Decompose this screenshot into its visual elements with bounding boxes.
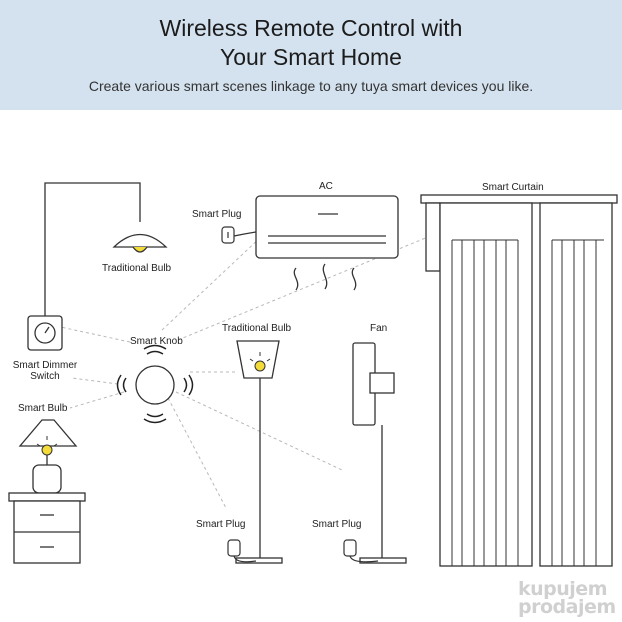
ac-smart-plug (221, 226, 257, 244)
watermark-line-2: prodajem (518, 596, 616, 618)
traditional-bulb-ceiling-label: Traditional Bulb (102, 263, 172, 274)
smart-knob-device (135, 365, 175, 405)
header-banner: Wireless Remote Control with Your Smart … (0, 0, 622, 110)
smart-plug-lamp-label: Smart Plug (196, 519, 246, 530)
ac-unit (255, 195, 399, 259)
smart-curtain-label: Smart Curtain (482, 182, 544, 193)
curtain-folds (451, 239, 604, 566)
smart-dimmer-label: Smart Dimmer Switch (4, 360, 86, 382)
floor-lamp (235, 340, 283, 564)
ceiling-bulb (44, 182, 168, 318)
fan-label: Fan (370, 323, 388, 334)
title-line-1: Wireless Remote Control with (159, 15, 463, 41)
smart-plug-ac-label: Smart Plug (192, 209, 242, 220)
smart-knob-label: Smart Knob (130, 336, 183, 347)
smart-bulb-label: Smart Bulb (18, 403, 68, 414)
smart-dimmer-switch (27, 315, 63, 351)
watermark-line-1: kupujem (518, 578, 608, 600)
page-title: Wireless Remote Control with Your Smart … (0, 14, 622, 72)
nightstand-lamp (18, 419, 78, 494)
lamp-smart-plug (227, 539, 257, 563)
knob-signal-arcs (116, 344, 194, 424)
page-subtitle: Create various smart scenes linkage to a… (88, 78, 534, 94)
smart-curtain (420, 194, 618, 567)
standing-fan (352, 342, 407, 564)
ac-label: AC (319, 181, 333, 192)
ac-airflow (293, 263, 357, 291)
smart-dimmer-label-line-1: Smart Dimmer (12, 360, 78, 371)
nightstand (8, 492, 86, 564)
fan-smart-plug (343, 539, 379, 563)
smart-dimmer-label-line-2: Switch (30, 371, 60, 382)
smart-bulb-glow (41, 444, 53, 456)
floor-lamp-glow (254, 360, 266, 372)
smart-plug-fan-label: Smart Plug (312, 519, 362, 530)
title-line-2: Your Smart Home (220, 44, 402, 70)
traditional-bulb-lamp-label: Traditional Bulb (222, 323, 292, 334)
